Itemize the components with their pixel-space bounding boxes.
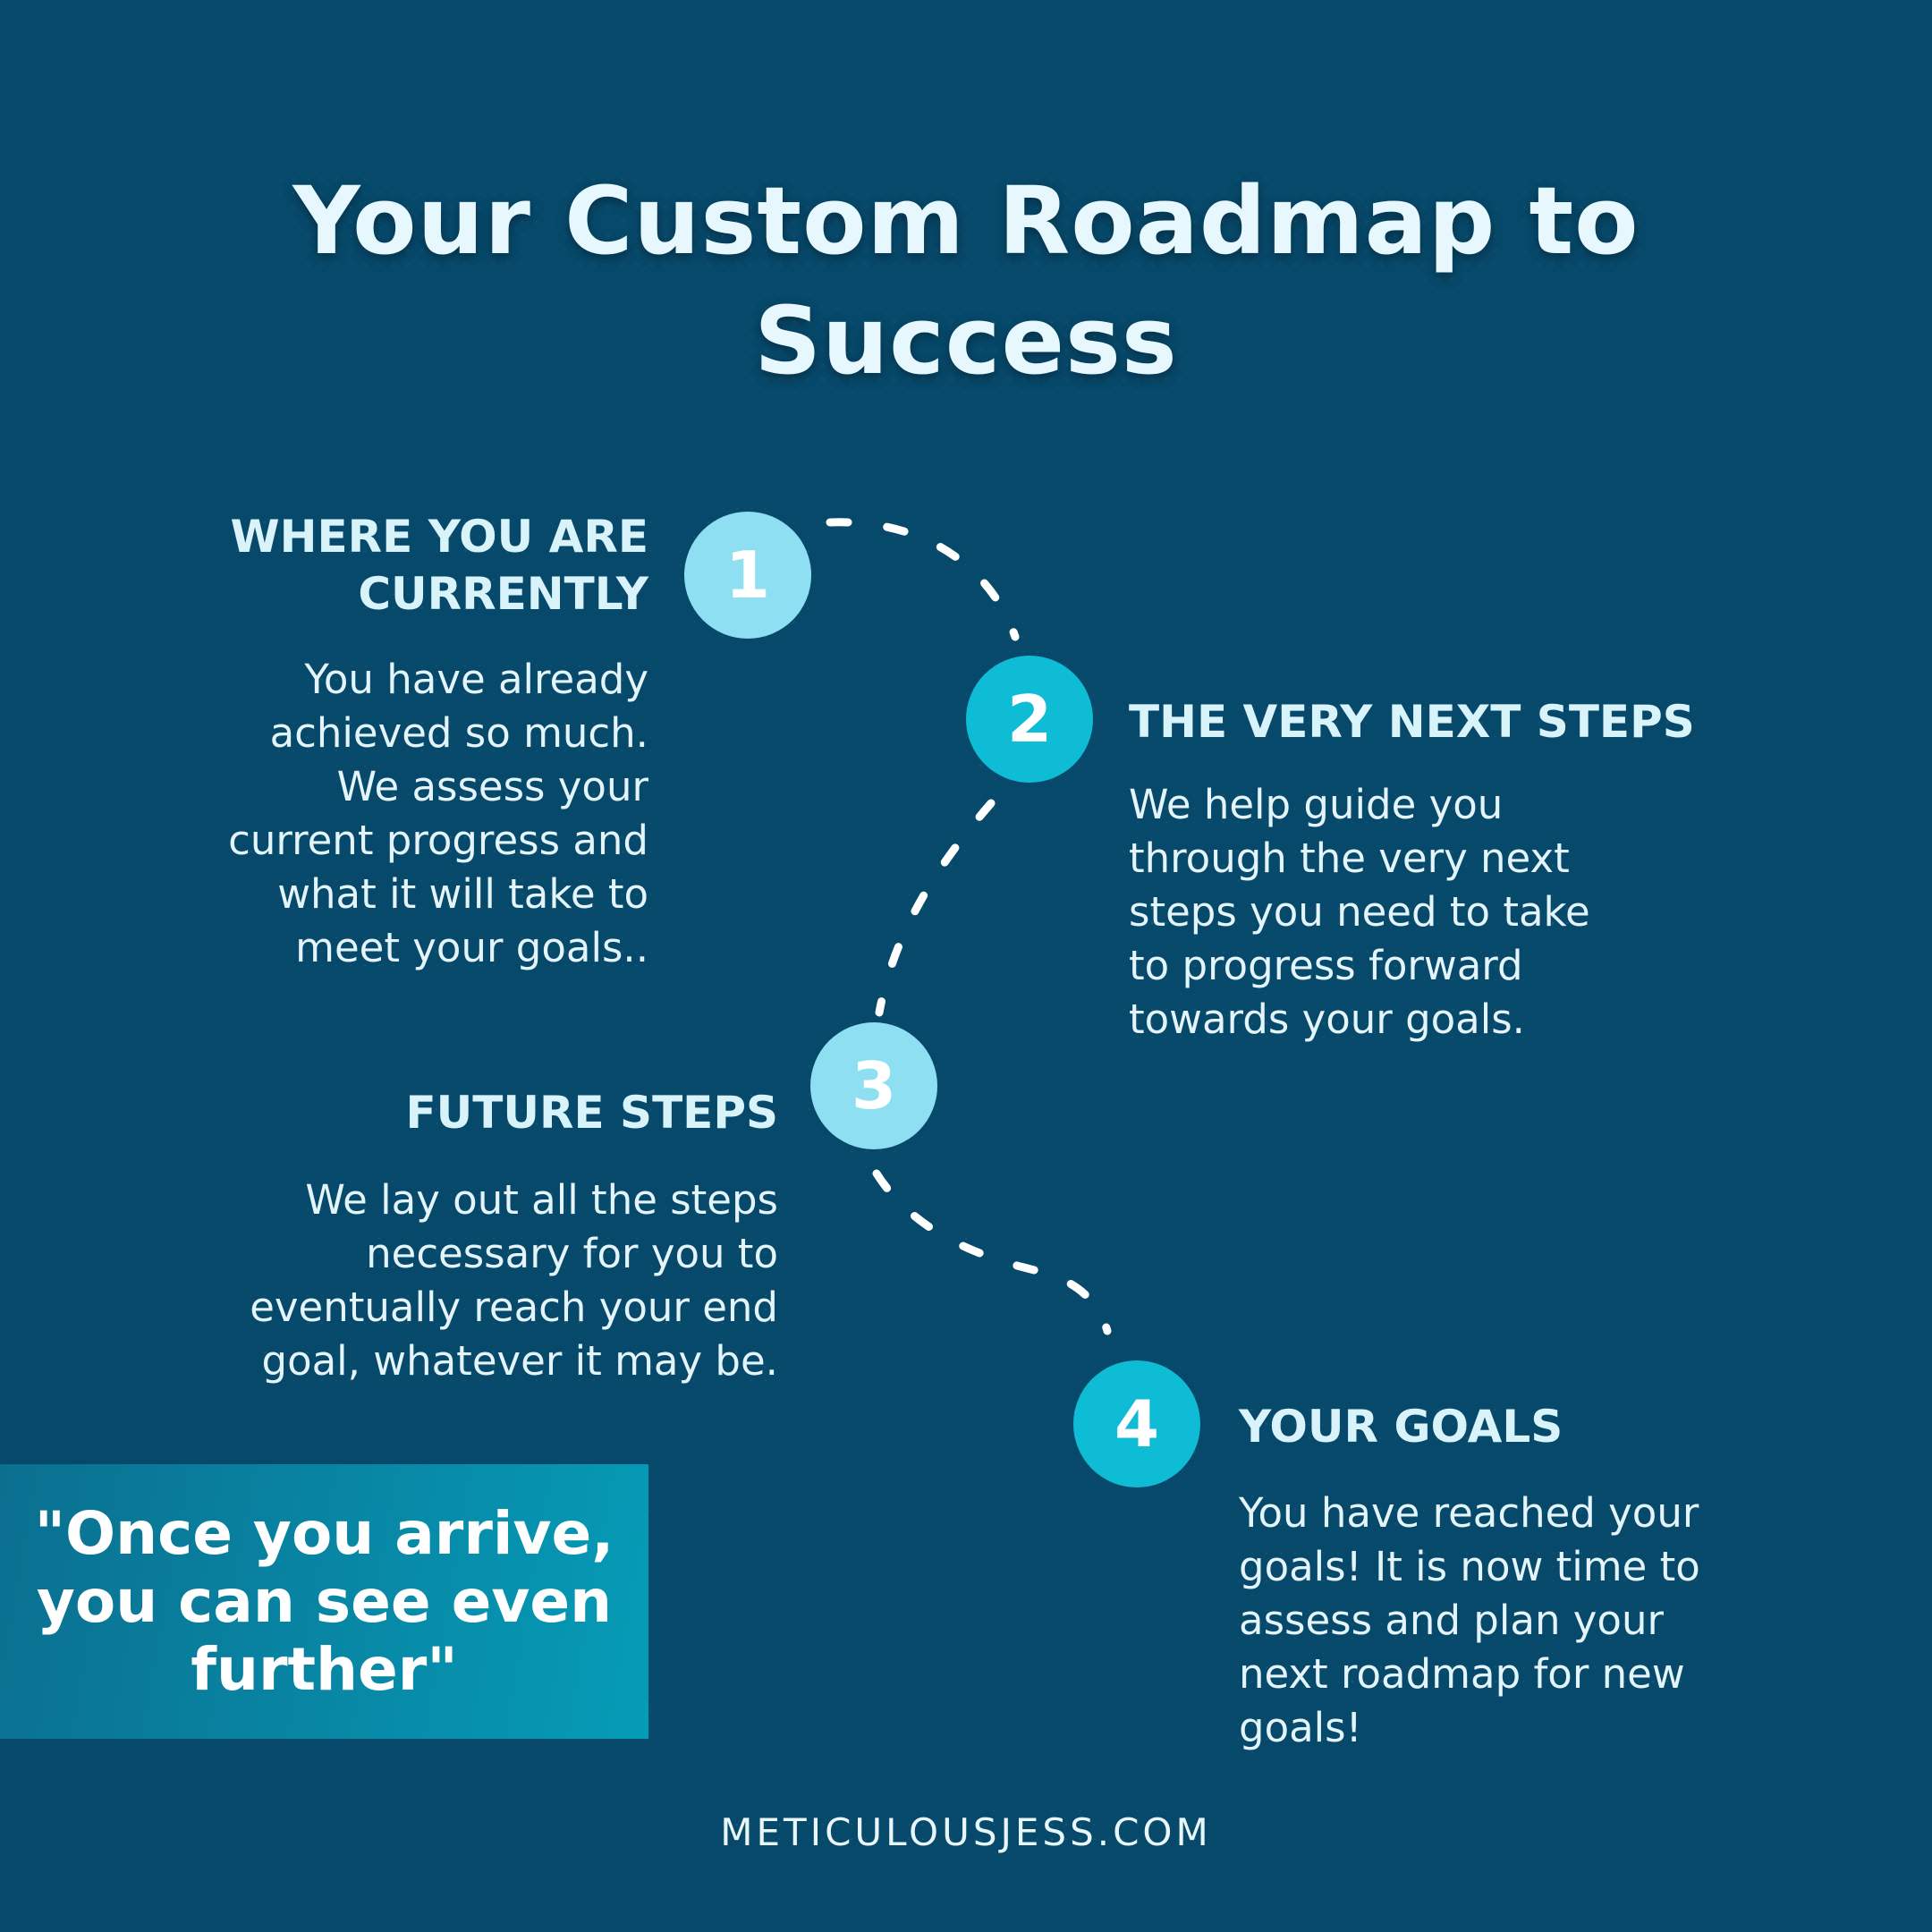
step-1-line: achieved so much. [269,709,648,757]
step-2-description: We help guide you through the very next … [1129,778,1916,1046]
page-title: Your Custom Roadmap to Success [0,161,1932,401]
title-line-2: Success [754,286,1178,395]
step-4-line: goals! It is now time to [1239,1543,1700,1590]
step-1-line: what it will take to [277,870,648,918]
step-1-heading-line-1: WHERE YOU ARE [230,511,648,563]
path-segment-2-3 [875,799,996,1017]
step-1-description: You have already achieved so much. We as… [22,653,648,975]
step-2-line: towards your goals. [1129,996,1525,1043]
step-4-heading-line-1: YOUR GOALS [1239,1401,1563,1453]
step-4-circle: 4 [1073,1360,1200,1487]
step-4-heading: YOUR GOALS [1239,1398,1919,1455]
step-2-heading-line-1: THE VERY NEXT STEPS [1129,696,1695,748]
step-2-line: steps you need to take [1129,888,1590,936]
step-3-description: We lay out all the steps necessary for y… [45,1174,778,1388]
path-segment-3-4 [872,1169,1112,1335]
step-3-line: goal, whatever it may be. [261,1337,779,1385]
step-4-line: goals! [1239,1704,1362,1751]
step-3-circle: 3 [810,1022,937,1149]
step-1-number: 1 [724,538,771,613]
step-3-line: eventually reach your end [250,1284,778,1331]
step-1-circle: 1 [684,512,811,639]
step-1-line: You have already [304,656,648,703]
step-4-line: assess and plan your [1239,1597,1664,1644]
step-3-heading-line-1: FUTURE STEPS [405,1087,778,1139]
title-line-1: Your Custom Roadmap to [292,166,1640,275]
step-2-line: to progress forward [1129,942,1523,989]
step-3-heading: FUTURE STEPS [45,1084,778,1141]
step-1-heading: WHERE YOU ARE CURRENTLY [22,508,648,623]
step-1-line: meet your goals.. [295,924,648,971]
path-segment-1-2 [826,518,1020,641]
step-4-line: You have reached your [1239,1489,1699,1537]
step-3-line: necessary for you to [366,1230,778,1277]
step-3-number: 3 [851,1048,897,1123]
quote-line-2: you can see even [36,1566,613,1636]
footer-website: METICULOUSJESS.COM [720,1810,1212,1854]
step-4-line: next roadmap for new [1239,1650,1685,1698]
step-1-heading-line-2: CURRENTLY [358,568,648,620]
step-1-line: current progress and [228,817,648,864]
quote-text: "Once you arrive, you can see even furth… [17,1498,632,1704]
step-2-number: 2 [1006,682,1053,757]
step-2-circle: 2 [966,656,1093,783]
step-2-line: through the very next [1129,835,1570,882]
step-2-heading: THE VERY NEXT STEPS [1129,693,1916,750]
quote-box: "Once you arrive, you can see even furth… [0,1464,648,1739]
step-1-line: We assess your [336,763,648,810]
quote-line-3: further" [191,1634,458,1704]
step-2-line: We help guide you [1129,781,1504,828]
step-4-description: You have reached your goals! It is now t… [1239,1487,1919,1755]
step-4-number: 4 [1114,1386,1160,1462]
quote-line-1: "Once you arrive, [34,1498,614,1568]
step-3-line: We lay out all the steps [305,1176,778,1224]
